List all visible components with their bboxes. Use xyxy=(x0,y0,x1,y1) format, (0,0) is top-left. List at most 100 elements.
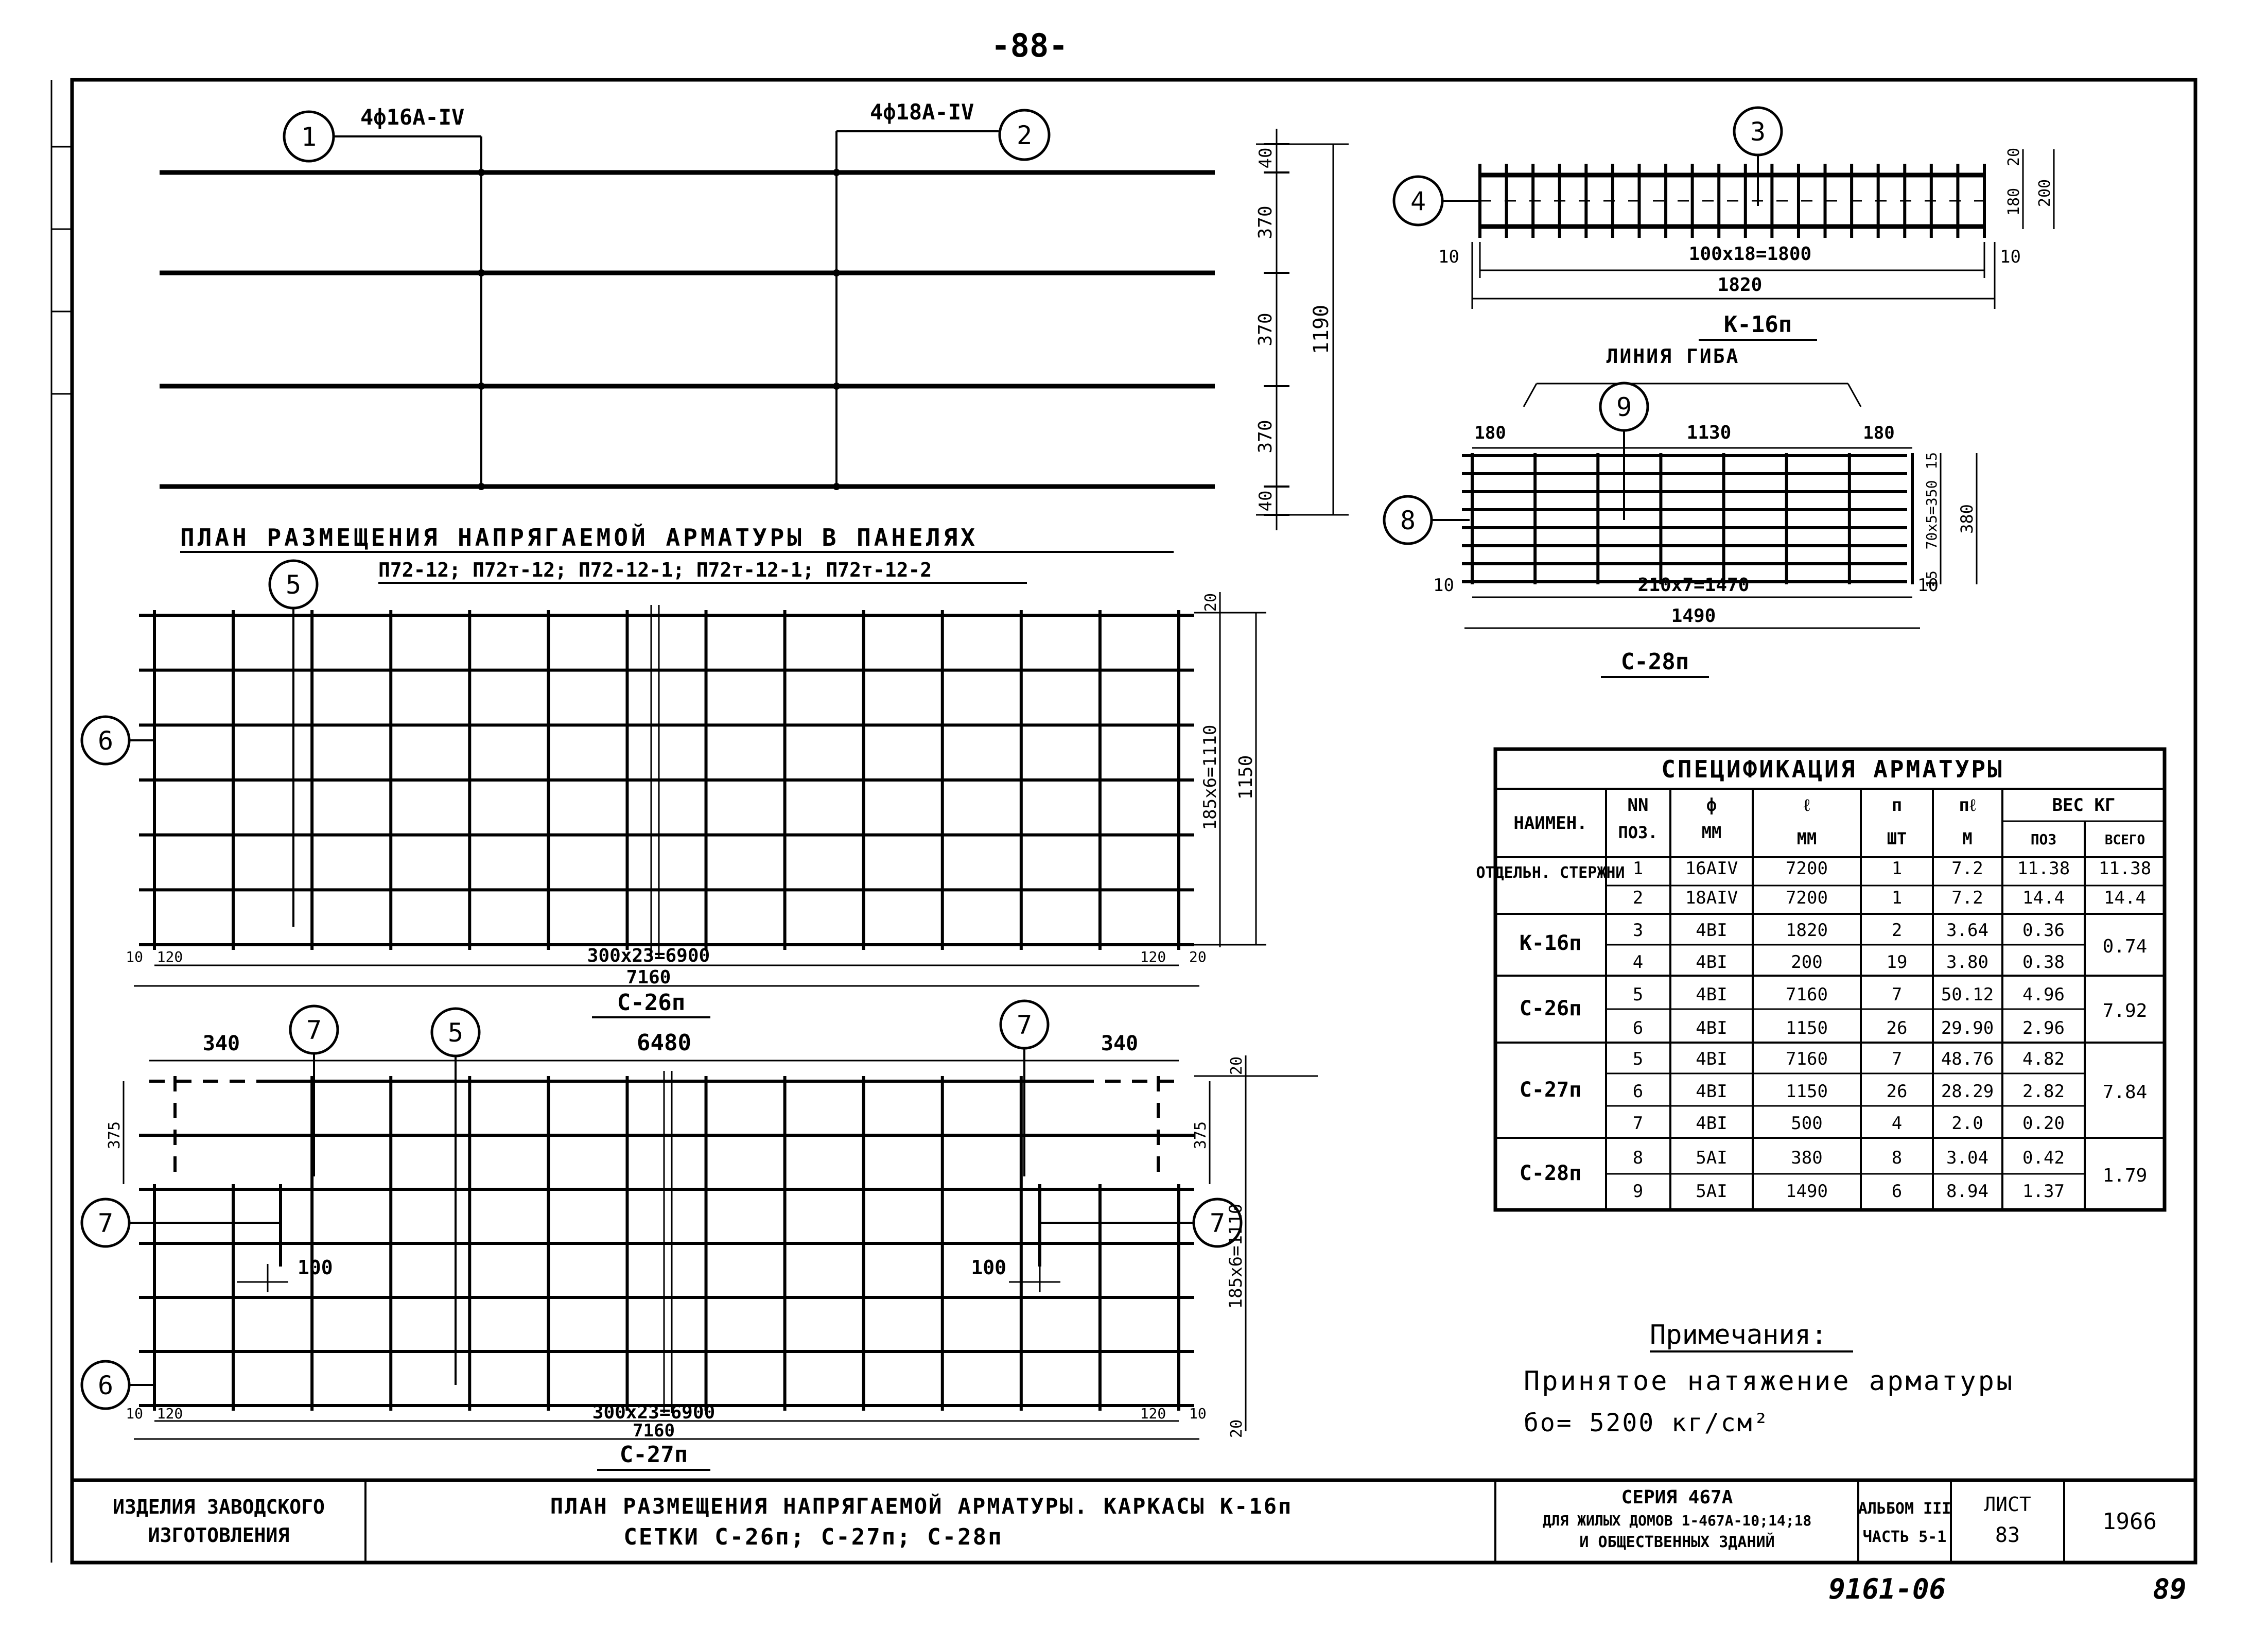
tb-album: АЛЬБОМ III xyxy=(1858,1500,1951,1518)
c26-title: С-26п xyxy=(617,990,685,1016)
tb-sheet-number: 83 xyxy=(1995,1523,2020,1547)
dim-text: 370 xyxy=(1255,313,1276,346)
spec-cell-len: 1150 xyxy=(1786,1018,1828,1038)
spec-cell-qty: 4 xyxy=(1892,1113,1902,1134)
dim-text: 20 xyxy=(1189,948,1207,965)
dim-text: 10 xyxy=(2000,247,2021,267)
dim-text: 100 xyxy=(971,1256,1006,1279)
th-pos: ПОЗ. xyxy=(1618,823,1658,842)
th-weight: ВЕС КГ xyxy=(2052,795,2116,816)
dim-text: 20 xyxy=(2005,148,2023,166)
position-marker-5 xyxy=(268,559,319,610)
spec-cell-len: 7160 xyxy=(1786,1049,1828,1069)
spec-cell-diam: 4ВI xyxy=(1696,1081,1727,1102)
spec-cell-pos: 9 xyxy=(1633,1181,1643,1202)
th-diam: ММ xyxy=(1702,823,1722,842)
spec-cell-len: 1820 xyxy=(1786,920,1828,941)
spec-cell-total-len: 3.80 xyxy=(1946,952,1988,973)
dim-text: 1490 xyxy=(1671,605,1716,627)
bend-line-label: ЛИНИЯ ГИБА xyxy=(1607,345,1740,368)
spec-cell-w-pos: 4.82 xyxy=(2022,1049,2065,1069)
page-number-top: -88- xyxy=(991,27,1068,64)
bend-line xyxy=(1847,383,1862,407)
dim-text-total: 1190 xyxy=(1310,305,1333,354)
group-name: С-28п xyxy=(1520,1161,1581,1185)
group-name: К-16п xyxy=(1520,931,1581,955)
spec-cell-w-pos: 4.96 xyxy=(2022,984,2065,1005)
c27-title: С-27п xyxy=(620,1442,688,1468)
dim-text: 120 xyxy=(1140,1405,1166,1422)
frame-k16: 4 3 100х18=1800 1820 10 10 20 180 200 К-… xyxy=(1392,106,2055,341)
spec-cell-qty: 6 xyxy=(1892,1181,1902,1202)
spec-cell-total-len: 50.12 xyxy=(1941,984,1994,1005)
spec-cell-diam: 4ВI xyxy=(1696,1018,1727,1038)
dim-text: 100х18=1800 xyxy=(1689,244,1811,265)
group-total: 7.84 xyxy=(2103,1082,2148,1103)
k16-title: К-16п xyxy=(1724,311,1792,338)
position-label: 5 xyxy=(286,570,301,600)
spec-cell-len: 7200 xyxy=(1786,888,1828,908)
leader-dot xyxy=(833,383,840,390)
position-marker-9 xyxy=(1599,382,1649,432)
c28-title: С-28п xyxy=(1621,649,1689,675)
spec-cell-w-pos: 0.36 xyxy=(2022,920,2065,941)
tb-series: ДЛЯ ЖИЛЫХ ДОМОВ 1-467А-10;14;18 xyxy=(1543,1512,1812,1529)
position-label: 7 xyxy=(306,1015,322,1045)
dim-text: 10 xyxy=(126,1405,143,1422)
dim-text: 100 xyxy=(298,1256,333,1279)
dim-text: 120 xyxy=(157,1405,183,1422)
callout-bars-1: 4ф16А-IV xyxy=(360,105,464,130)
spec-cell-diam: 5АI xyxy=(1696,1181,1727,1202)
position-marker-6 xyxy=(80,715,131,766)
archive-code: 9161-06 xyxy=(1828,1573,1946,1605)
th-diam: ф xyxy=(1706,795,1717,816)
spec-cell-qty: 8 xyxy=(1892,1148,1902,1168)
group-total: 1.79 xyxy=(2103,1165,2148,1186)
th-length: ℓ xyxy=(1804,795,1810,816)
spec-cell-qty: 26 xyxy=(1887,1018,1908,1038)
dim-text: 180 xyxy=(1474,423,1506,443)
leader-dot xyxy=(478,483,485,490)
th-weight-pos: ПОЗ xyxy=(2031,831,2057,848)
dim-text: 375 xyxy=(1192,1121,1210,1149)
spec-cell-w-pos: 0.38 xyxy=(2022,952,2065,973)
th-total-length: М xyxy=(1962,829,1972,848)
panel-plan-title: ПЛАН РАЗМЕЩЕНИЯ НАПРЯГАЕМОЙ АРМАТУРЫ В П… xyxy=(180,524,978,551)
position-label: 7 xyxy=(98,1208,113,1238)
spec-cell-qty: 7 xyxy=(1892,984,1902,1005)
dim-text: 20 xyxy=(1228,1056,1246,1075)
position-marker-7 xyxy=(1192,1198,1243,1248)
tb-product-type: ИЗДЕЛИЯ ЗАВОДСКОГО xyxy=(113,1496,325,1518)
dim-text: 20 xyxy=(1202,593,1220,612)
dim-text: 300х23=6900 xyxy=(592,1402,715,1423)
spec-cell-qty: 1 xyxy=(1892,858,1902,879)
spec-cell-w-pos: 14.4 xyxy=(2022,888,2065,908)
position-label: 9 xyxy=(1616,392,1632,422)
spec-cell-total-len: 28.29 xyxy=(1941,1081,1994,1102)
spec-cell-len: 1490 xyxy=(1786,1181,1828,1202)
c28-mesh-wires xyxy=(1462,453,1914,584)
leader-dot xyxy=(833,483,840,490)
dim-text: 180 xyxy=(2005,188,2023,216)
group-total: 0.74 xyxy=(2103,936,2148,957)
spec-cell-total-len: 29.90 xyxy=(1941,1018,1994,1038)
position-label: 1 xyxy=(301,122,317,152)
dim-text: 120 xyxy=(1140,948,1166,965)
th-length: ММ xyxy=(1797,829,1817,848)
spec-cell-w-pos: 1.37 xyxy=(2022,1181,2065,1202)
spec-cell-w-pos: 0.20 xyxy=(2022,1113,2065,1134)
dim-text: 185х6=1110 xyxy=(1226,1204,1246,1309)
spec-cell-qty: 1 xyxy=(1892,888,1902,908)
position-label: 8 xyxy=(1400,506,1416,535)
spec-cell-pos: 3 xyxy=(1633,920,1643,941)
position-marker-7 xyxy=(80,1198,131,1248)
leader-dot xyxy=(833,269,840,276)
archive-page: 89 xyxy=(2153,1573,2186,1605)
spec-cell-total-len: 8.94 xyxy=(1946,1181,1988,1202)
th-total-length: пℓ xyxy=(1959,795,1976,816)
group-name: С-27п xyxy=(1520,1078,1581,1102)
position-marker-1 xyxy=(283,110,335,163)
th-qty: ШТ xyxy=(1887,829,1907,848)
dim-text: 15 xyxy=(1923,570,1940,588)
